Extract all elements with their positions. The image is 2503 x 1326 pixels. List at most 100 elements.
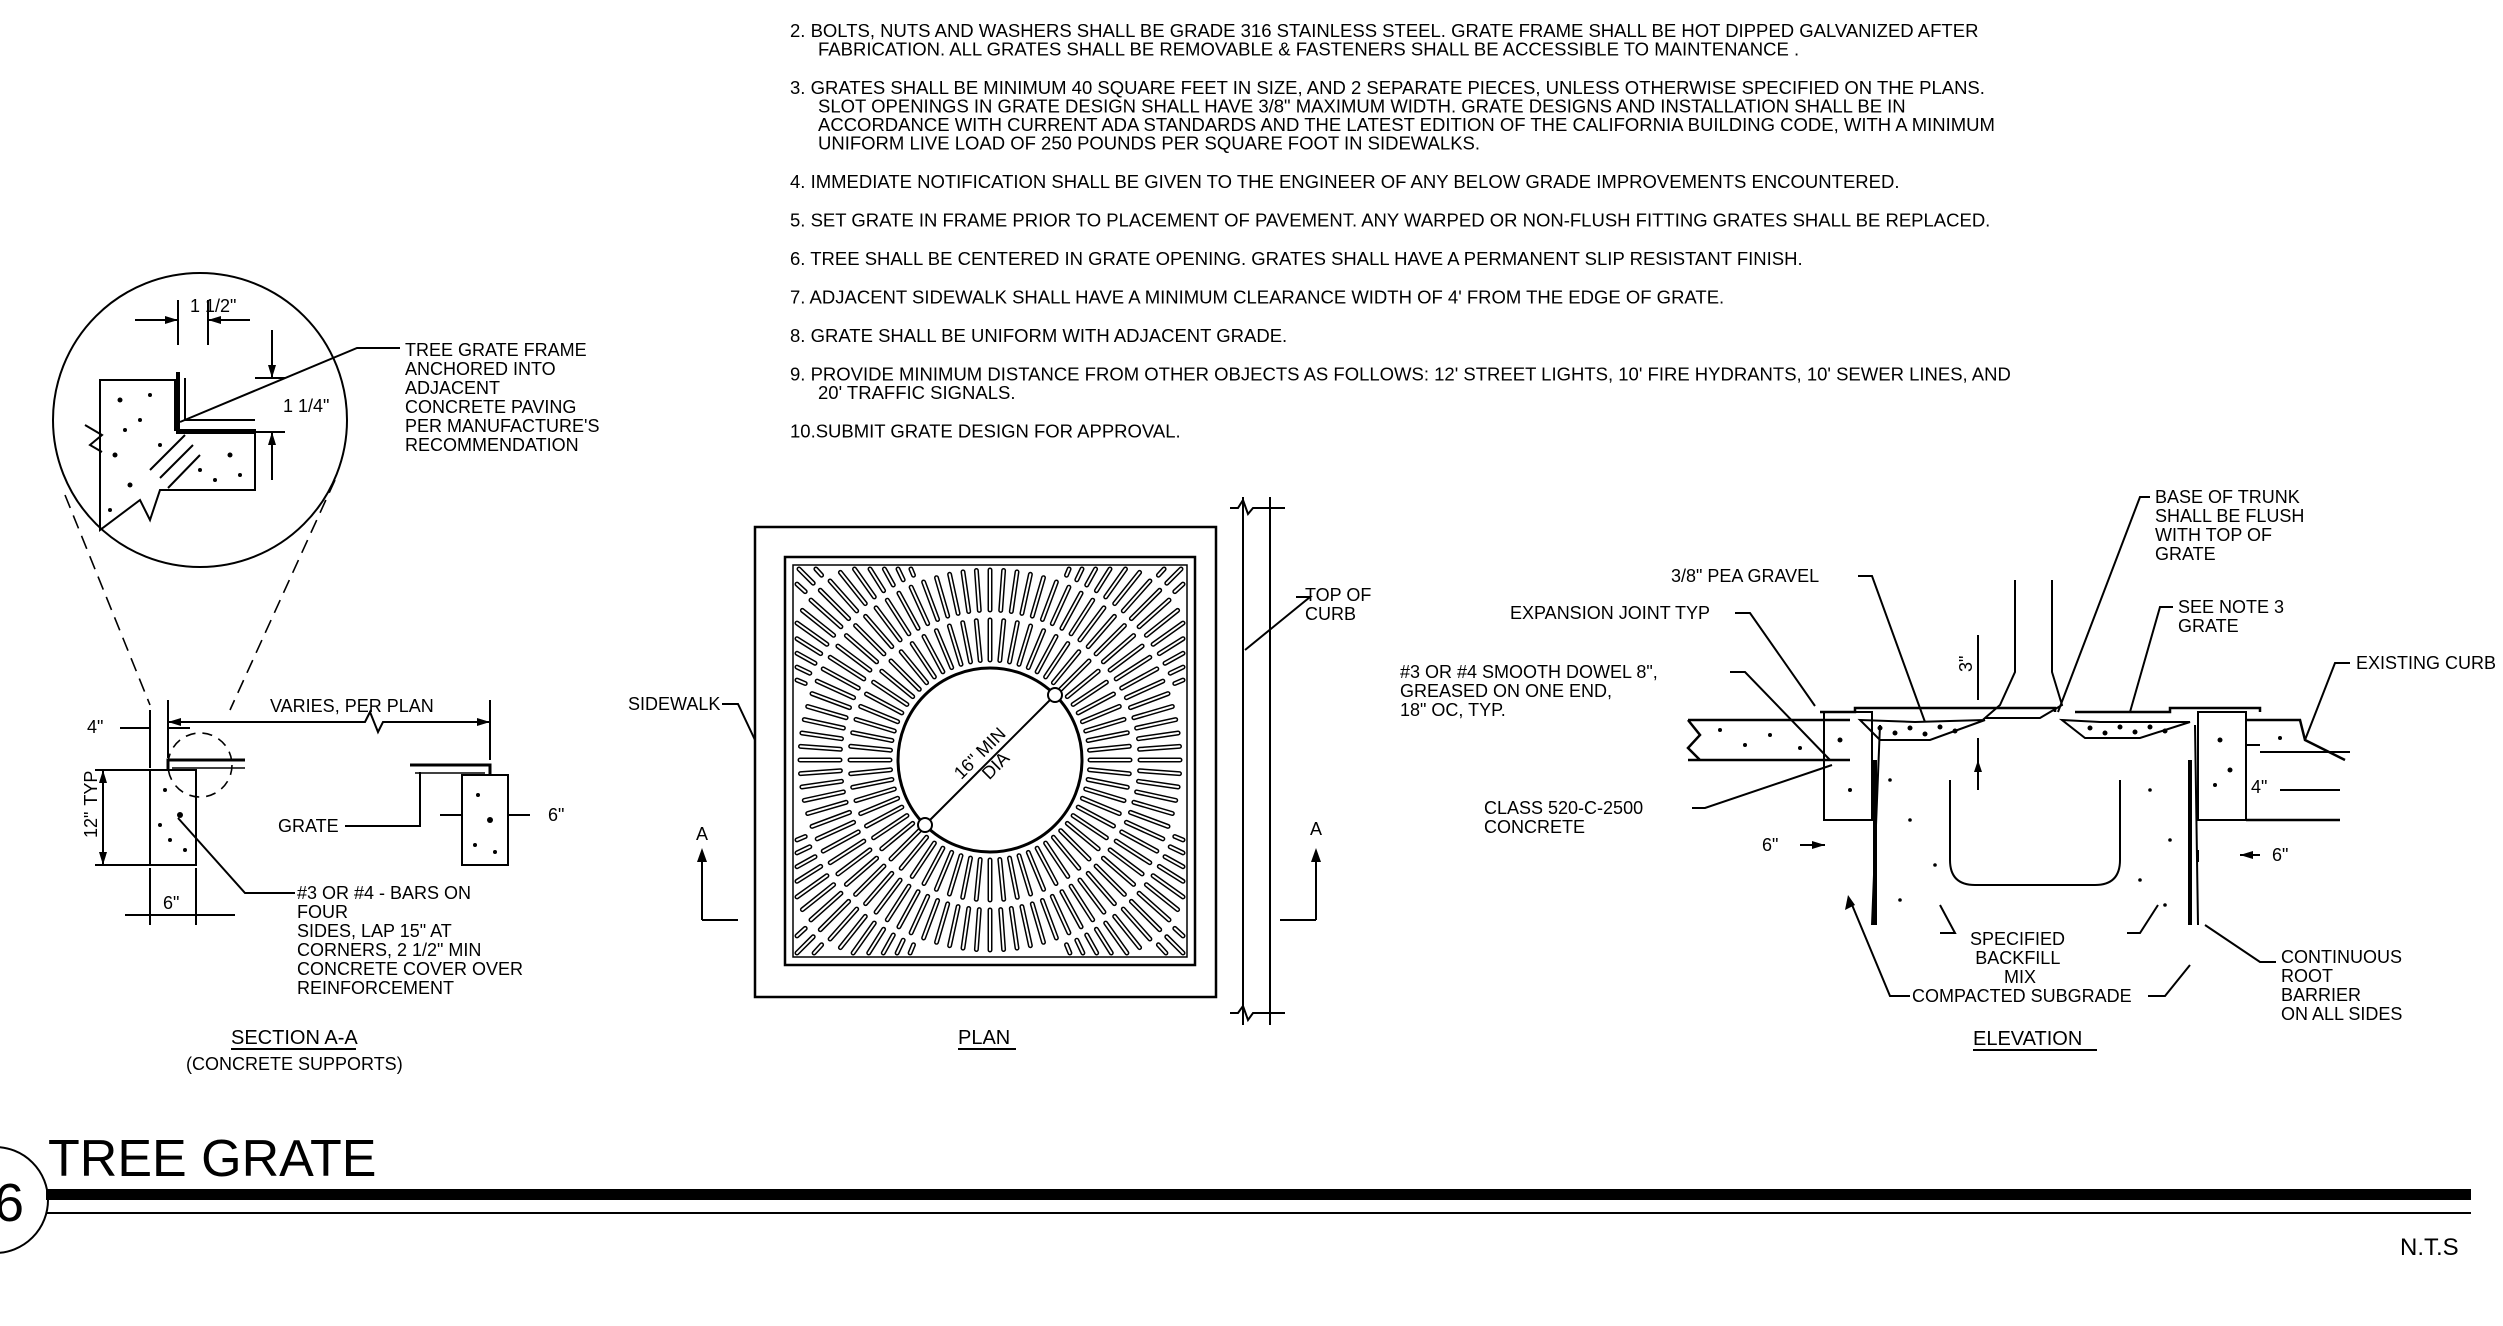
grate-slot-opening — [1109, 848, 1144, 875]
grate-slot-opening — [880, 822, 914, 850]
elevation-sidewalk-slab — [1686, 718, 1850, 762]
elev-dowel: #3 OR #4 SMOOTH DOWEL 8", GREASED ON ONE… — [1400, 662, 1663, 720]
plan-section-mark-left: A — [696, 824, 708, 844]
grate-slot-opening — [1158, 637, 1184, 655]
grate-slot-opening — [1075, 939, 1084, 954]
grate-slot-opening — [836, 848, 871, 875]
grate-slot-opening — [1065, 568, 1071, 577]
grate-slot-opening — [1041, 581, 1058, 621]
section-dim-4: 4" — [87, 717, 103, 737]
grate-slot-opening — [859, 797, 899, 815]
grate-slot-opening — [1135, 718, 1177, 730]
grate-slot-opening — [1158, 865, 1184, 883]
grate-slot-opening — [852, 922, 876, 954]
grate-slot-opening — [1173, 583, 1184, 593]
grate-slot-opening — [1084, 788, 1125, 802]
elev-see-note: SEE NOTE 3 GRATE — [2178, 597, 2289, 636]
grate-slot-opening — [816, 680, 855, 699]
grate-slot-opening — [975, 908, 981, 951]
detail-concrete-left — [99, 379, 256, 532]
grate-slot-opening — [796, 679, 807, 685]
grate-slot-opening — [935, 576, 949, 618]
note-3-line-4: UNIFORM LIVE LOAD OF 250 POUNDS PER SQUA… — [818, 133, 1480, 154]
grate-slot-opening — [886, 885, 910, 921]
grate-slot-opening — [849, 745, 892, 752]
grate-slot-opening — [822, 830, 860, 853]
grate-slot-opening — [900, 836, 928, 870]
grate-slot-opening — [1129, 692, 1169, 709]
note-3-line-2: SLOT OPENINGS IN GRATE DESIGN SHALL HAVE… — [818, 96, 1906, 117]
grate-slot-opening — [935, 902, 949, 944]
grate-slot-opening — [975, 569, 981, 612]
grate-slot-opening — [1059, 660, 1090, 691]
grate-slot-opening — [1122, 580, 1151, 612]
grate-slot-opening — [819, 589, 850, 620]
grate-slot-opening — [810, 599, 842, 628]
grate-slot-opening — [799, 769, 842, 775]
grate-slot-opening — [998, 619, 1005, 662]
grate-slot-opening — [796, 637, 822, 655]
note-2-line-2: FABRICATION. ALL GRATES SHALL BE REMOVAB… — [818, 39, 1799, 60]
grate-slot-opening — [1152, 622, 1184, 646]
grate-slot-opening — [1095, 928, 1113, 954]
grate-slot-opening — [864, 615, 893, 648]
grate-slot-opening — [819, 900, 850, 931]
grate-slot-opening — [851, 731, 893, 742]
grate-slot-opening — [1088, 768, 1131, 775]
grate-slot-opening — [1138, 599, 1170, 628]
grate-slot-opening — [869, 568, 885, 592]
elev-dim-6-right: 6" — [2272, 845, 2288, 865]
grate-slot-opening — [1132, 705, 1174, 719]
section-varies: VARIES, PER PLAN — [270, 696, 434, 716]
grate-slot-opening — [849, 768, 892, 775]
note-9-line-2: 20' TRAFFIC SIGNALS. — [818, 382, 1016, 403]
grate-slot-opening — [1173, 679, 1184, 685]
grate-slot-opening — [872, 681, 908, 706]
grate-slot-opening — [803, 790, 845, 802]
grate-slot-opening — [962, 570, 970, 613]
grate-slot-opening — [800, 732, 843, 740]
grate-slot-opening — [1125, 821, 1164, 840]
grate-slot-opening — [1157, 568, 1166, 577]
detail-frame-angle — [176, 372, 255, 434]
section-pier-left — [149, 769, 197, 866]
section-title: SECTION A-A — [231, 1027, 358, 1049]
grate-slot-opening — [839, 571, 867, 605]
grate-slot-opening — [1020, 573, 1032, 615]
elev-base-of-trunk: BASE OF TRUNK SHALL BE FLUSH WITH TOP OF… — [2155, 487, 2309, 564]
grate-slot-opening — [1087, 778, 1129, 789]
grate-slot-opening — [975, 858, 982, 901]
grate-slot-opening — [796, 855, 816, 868]
grate-slot-opening — [935, 629, 953, 669]
grate-slot-opening — [1027, 629, 1045, 669]
plan-top-of-curb: TOP OF CURB — [1305, 585, 1376, 624]
grate-slot-opening — [796, 652, 816, 665]
grate-slot-opening — [796, 927, 807, 937]
grate-slot-opening — [1102, 857, 1135, 886]
grate-slot-opening — [922, 581, 939, 621]
grate-slot-opening — [1135, 790, 1177, 802]
grate-slot-opening — [875, 606, 902, 641]
grate-slot-opening — [1173, 927, 1184, 937]
grate-slot-opening — [911, 642, 936, 678]
note-3-line-1: 3. GRATES SHALL BE MINIMUM 40 SQUARE FEE… — [790, 77, 1985, 98]
grate-slot-opening — [829, 580, 858, 612]
plan-title: PLAN — [958, 1027, 1010, 1049]
grate-slot-opening — [897, 890, 920, 928]
grate-slot-opening — [1008, 857, 1019, 899]
grate-slot-opening — [1132, 801, 1174, 815]
elev-dim-4: 4" — [2251, 777, 2267, 797]
note-4-line-1: 4. IMMEDIATE NOTIFICATION SHALL BE GIVEN… — [790, 171, 1900, 192]
grate-slot-opening — [796, 583, 807, 593]
grate-slot-opening — [855, 718, 896, 732]
grate-slot-opening — [1138, 769, 1181, 775]
grate-slot-opening — [999, 908, 1005, 951]
grate-slot-opening — [998, 858, 1005, 901]
grate-slot-opening — [1078, 879, 1105, 914]
frame-callout: TREE GRATE FRAME ANCHORED INTO ADJACENT … — [405, 340, 604, 455]
grate-slot-opening — [1104, 568, 1127, 598]
grate-slot-opening — [1010, 907, 1018, 950]
grate-slot-opening — [890, 660, 921, 691]
general-notes: 2. BOLTS, NUTS AND WASHERS SHALL BE GRAD… — [790, 20, 2011, 442]
grate-slot-opening — [1145, 609, 1179, 637]
